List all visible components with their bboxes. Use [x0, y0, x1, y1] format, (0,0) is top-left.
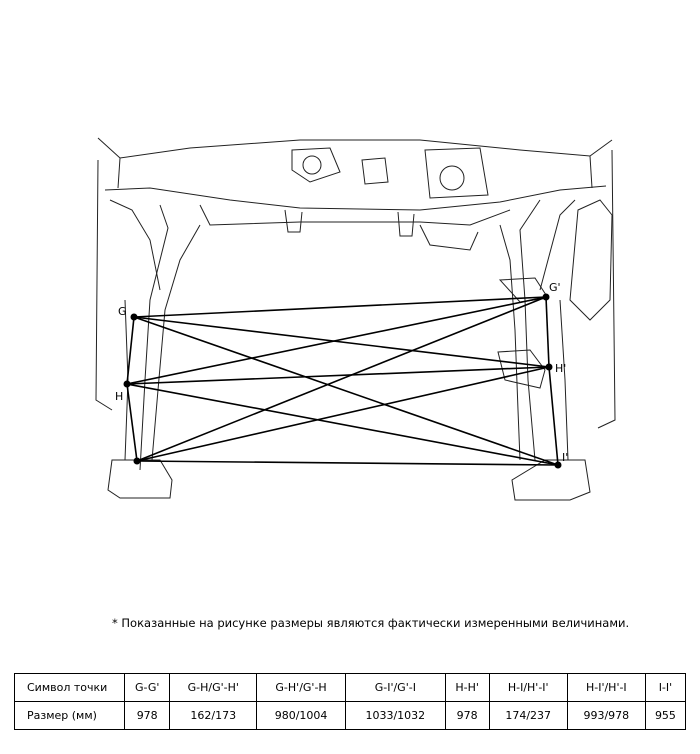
table-cell: 162/173 [169, 701, 258, 730]
label-H2: H' [555, 362, 566, 375]
point-I [133, 457, 141, 465]
table-cell: H-I/H'-I' [488, 673, 568, 702]
line-H-I2 [126, 383, 559, 466]
row-header-symbol: Символ точки [14, 673, 125, 702]
label-I2: I' [562, 451, 568, 464]
table-cell: G-H'/G'-H [256, 673, 346, 702]
table-cell: 980/1004 [256, 701, 346, 730]
table-cell: G-H/G'-H' [169, 673, 258, 702]
point-H2 [545, 363, 553, 371]
point-G2 [542, 293, 550, 301]
table-cell: 993/978 [566, 701, 646, 730]
line-G2-I [136, 296, 547, 462]
line-G2-H2 [545, 296, 550, 368]
row-header-size: Размер (мм) [14, 701, 125, 730]
table-cell: H-I'/H'-I [566, 673, 646, 702]
label-G2: G' [549, 281, 561, 294]
table-cell: G-I'/G'-I [345, 673, 446, 702]
line-H-I [126, 383, 138, 462]
table-cell: 978 [123, 701, 171, 730]
line-G-H2 [133, 316, 550, 368]
point-I2 [554, 461, 562, 469]
line-G-H [126, 316, 135, 385]
measurement-points [123, 293, 562, 469]
table-row-symbols: Символ точки G-G' G-H/G'-H' G-H'/G'-H G-… [14, 673, 687, 702]
measurement-lines [126, 296, 559, 466]
label-H: H [115, 390, 123, 403]
label-G: G [118, 305, 127, 318]
line-G2-H [126, 296, 547, 385]
table-cell: H-H' [444, 673, 490, 702]
point-G [130, 313, 138, 321]
table-cell: I-I' [644, 673, 687, 702]
point-H [123, 380, 131, 388]
line-I-I2 [136, 460, 559, 466]
line-G-G2 [133, 296, 547, 318]
table-cell: G-G' [123, 673, 171, 702]
line-G-I2 [133, 316, 559, 466]
line-H-H2 [126, 366, 550, 385]
vehicle-frame-drawing [95, 137, 616, 501]
line-H2-I [136, 366, 550, 462]
table-cell: 955 [644, 701, 687, 730]
footnote: * Показанные на рисунке размеры являются… [112, 616, 630, 630]
table-row-values: Размер (мм) 978 162/173 980/1004 1033/10… [14, 701, 687, 730]
table-cell: 1033/1032 [345, 701, 446, 730]
measurement-table: Символ точки G-G' G-H/G'-H' G-H'/G'-H G-… [14, 673, 687, 730]
frame-diagram: G G' H H' I' [95, 137, 616, 501]
line-H2-I2 [548, 366, 559, 466]
table-cell: 978 [444, 701, 490, 730]
table-cell: 174/237 [488, 701, 568, 730]
